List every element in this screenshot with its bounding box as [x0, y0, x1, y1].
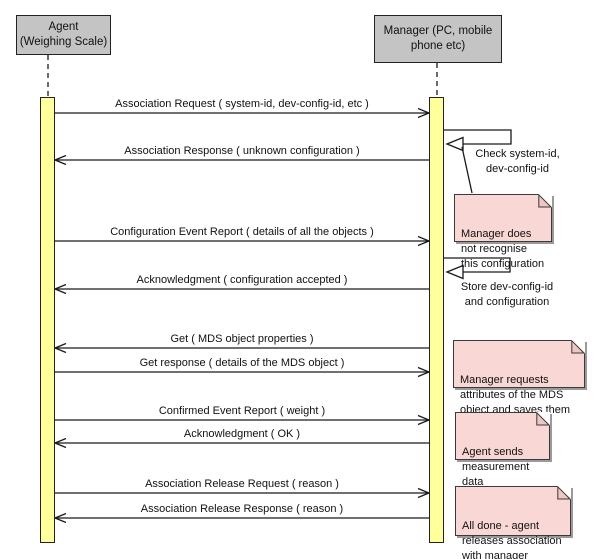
message-arrow-3: [53, 283, 429, 295]
message-label-configuration-event-report: Configuration Event Report ( details of …: [110, 226, 374, 238]
note-text: Manager requests attributes of the MDS o…: [460, 374, 571, 416]
note-manager-requests-attributes: Manager requests attributes of the MDS o…: [453, 340, 585, 416]
actor-agent: Agent (Weighing Scale): [16, 15, 111, 55]
note-fold-icon: [557, 486, 571, 500]
message-arrow-9: [53, 512, 429, 524]
note-fold-icon: [536, 412, 550, 426]
message-label-get-response: Get response ( details of the MDS object…: [139, 357, 345, 369]
note-manager-does-not-recognise: Manager does not recognise this configur…: [454, 194, 552, 270]
activation-bar-manager: [429, 97, 444, 543]
arrowhead-left-icon: [53, 154, 67, 166]
open-triangle-arrowhead-icon: [445, 136, 464, 152]
message-label-get: Get ( MDS object properties ): [170, 333, 314, 345]
note-fold-icon: [571, 340, 585, 354]
message-label-release-response: Association Release Response ( reason ): [140, 503, 344, 515]
message-label-ack-configuration: Acknowledgment ( configuration accepted …: [136, 274, 348, 286]
note-text: Agent sends measurement data: [462, 446, 530, 488]
actor-manager: Manager (PC, mobile phone etc): [374, 15, 502, 63]
message-label-confirmed-event-report: Confirmed Event Report ( weight ): [158, 405, 326, 417]
note-fold-icon: [538, 194, 552, 208]
message-label-association-request: Association Request ( system-id, dev-con…: [115, 98, 369, 110]
self-message-shape-1: [444, 257, 511, 280]
self-message-label-check-system-id: Check system-id, dev-config-id: [475, 148, 560, 176]
note-all-done-release: All done - agent releases association wi…: [455, 486, 571, 559]
open-triangle-arrowhead-icon: [445, 264, 464, 280]
self-message-label-store-config: Store dev-config-id and configuration: [460, 281, 554, 309]
note-connector-line: [461, 146, 473, 194]
activation-bar-agent: [40, 97, 55, 543]
arrowhead-left-icon: [53, 283, 67, 295]
arrowhead-left-icon: [53, 437, 67, 449]
message-label-ack-ok: Acknowledgment ( OK ): [183, 428, 301, 440]
arrowhead-left-icon: [53, 512, 67, 524]
self-message-shape-0: [444, 129, 512, 152]
message-label-association-response: Association Response ( unknown configura…: [124, 145, 360, 157]
note-text: All done - agent releases association wi…: [462, 520, 562, 559]
note-text: Manager does not recognise this configur…: [461, 228, 545, 270]
message-label-release-request: Association Release Request ( reason ): [145, 478, 339, 490]
arrowhead-left-icon: [53, 342, 67, 354]
note-agent-sends-measurement: Agent sends measurement data: [455, 412, 550, 488]
message-arrow-4: [53, 342, 429, 354]
message-arrow-7: [53, 437, 429, 449]
message-arrow-1: [53, 154, 429, 166]
